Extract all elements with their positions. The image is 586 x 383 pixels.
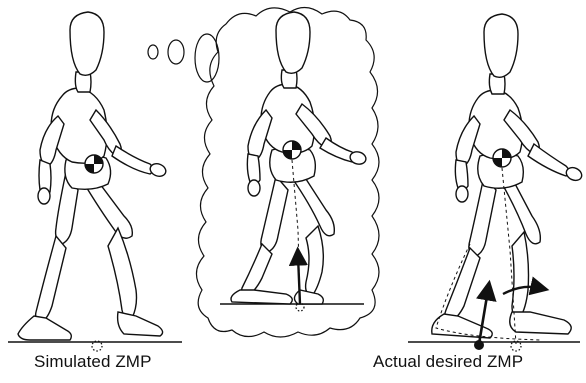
center-of-mass-icon [283,141,301,159]
actual-zmp-dot [474,340,484,350]
foot-back-middle [231,290,292,304]
shin-back-left [36,236,66,322]
hand-back-right [456,186,468,202]
caption-simulated-zmp: Simulated ZMP [34,352,152,372]
center-of-mass-icon [85,155,103,173]
foot-front-right [510,312,571,334]
caption-actual-desired-zmp: Actual desired ZMP [373,352,523,372]
forearm-back-right [455,160,468,190]
forearm-front-right [528,144,569,176]
center-of-mass-icon [493,149,511,167]
thought-dot-large [195,34,219,82]
hand-back-left [38,188,50,204]
thought-dot-small [148,45,158,59]
head-right [484,14,518,77]
hand-back-middle [248,180,260,196]
hand-front-left [148,162,167,179]
forearm-front-left [112,146,153,174]
figure-left-walker [8,12,182,351]
foot-front-left [118,312,163,336]
shin-front-left [108,228,137,318]
shin-front-right [512,232,529,318]
thigh-front-middle [292,176,334,236]
shin-back-right [445,248,480,322]
figure-middle-thought [148,7,379,337]
figure-right-walker [408,14,584,351]
forearm-back-middle [247,154,260,184]
head-left [70,12,104,75]
thought-dot-medium [168,40,184,64]
thigh-back-middle [261,176,288,252]
shin-front-middle [306,226,324,296]
foot-back-left [18,316,71,340]
head-middle [276,12,310,73]
shin-back-middle [242,244,272,296]
